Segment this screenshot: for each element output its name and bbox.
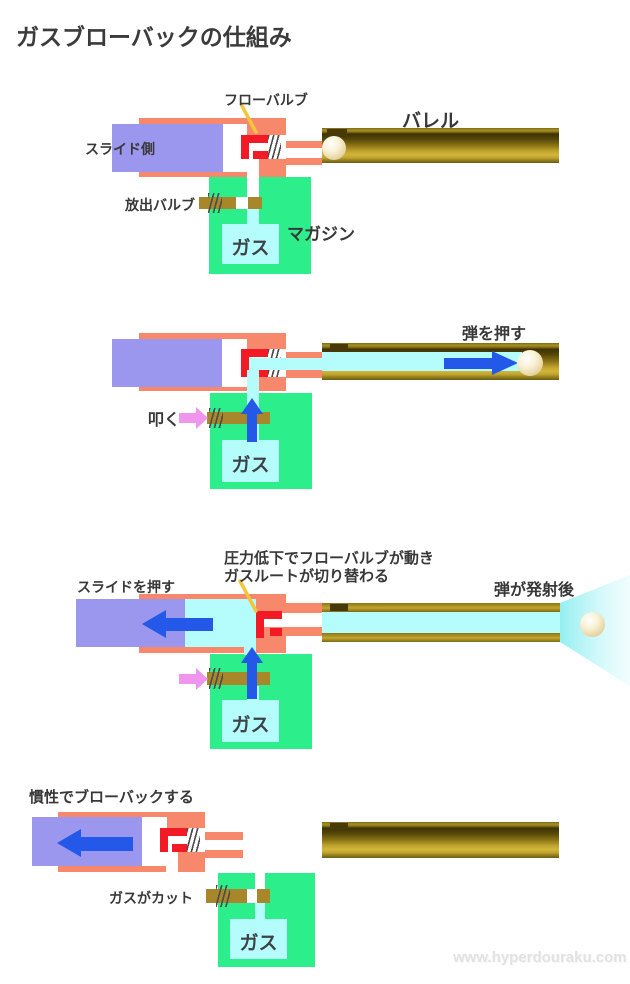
flow-valve <box>160 828 168 852</box>
knock-label: 叩く <box>148 412 181 429</box>
flow-valve <box>241 349 249 377</box>
chamber-mark <box>327 129 347 137</box>
flow-valve <box>160 828 187 836</box>
push-slide-label: スライドを押す <box>77 579 175 595</box>
bb-ball <box>580 612 605 637</box>
bullet-push-arrow-head <box>492 351 518 375</box>
caption-line1: 圧力低下でフローバルブが動き <box>224 550 434 567</box>
gas-stream <box>322 612 560 633</box>
slide-push-arrow <box>166 618 213 631</box>
release-valve-label: 放出バルブ <box>125 197 195 213</box>
bb-ball <box>322 136 346 160</box>
knock-arrow-head <box>196 668 208 690</box>
release-valve-spring <box>209 408 223 428</box>
flow-valve <box>172 844 187 852</box>
release-valve <box>248 197 262 209</box>
barrel-channel <box>286 148 322 158</box>
housing-arm-top <box>286 352 322 360</box>
page-title: ガスブローバックの仕組み <box>16 24 292 50</box>
flow-valve <box>256 611 282 619</box>
release-valve-spring <box>208 193 222 213</box>
slide-push-arrow-head <box>142 610 166 638</box>
flow-valve <box>241 349 268 357</box>
gas-label: ガス <box>231 715 270 736</box>
slide-side-label: スライド側 <box>85 141 155 157</box>
barrel <box>322 822 559 858</box>
housing-arm-bottom <box>286 627 322 636</box>
barrel-label: バレル <box>402 111 460 132</box>
watermark: www.hyperdouraku.com <box>453 949 627 966</box>
flow-valve <box>256 611 264 638</box>
release-valve-spring <box>216 885 230 907</box>
release-valve-port <box>236 197 248 209</box>
slide <box>112 124 223 172</box>
barrel-wall-top <box>322 603 560 612</box>
flow-valve <box>253 369 268 377</box>
housing-arm-top <box>286 603 322 613</box>
gas-route-to-barrel <box>249 358 322 370</box>
gas-flow-arrow <box>247 663 257 699</box>
flow-valve-spring <box>268 135 281 159</box>
gas-reservoir <box>222 440 279 482</box>
chamber-mark <box>330 604 348 611</box>
gas-reservoir <box>222 700 279 742</box>
release-valve-port <box>247 889 257 903</box>
gas-label: ガス <box>231 455 270 476</box>
gas-reservoir <box>222 224 279 264</box>
gas-label: ガス <box>239 933 278 954</box>
inertia-label: 慣性でブローバックする <box>29 789 194 806</box>
gas-route-channel <box>255 873 265 889</box>
housing-arm-top <box>205 832 243 840</box>
release-valve-spring <box>209 668 223 689</box>
slide <box>112 339 222 387</box>
chamber-mark <box>330 344 348 352</box>
knock-arrow-head <box>196 407 208 429</box>
flow-valve <box>270 628 282 636</box>
knock-arrow <box>179 413 196 423</box>
flow-valve-spring <box>268 370 281 377</box>
blowback-arrow <box>81 837 133 851</box>
push-bullet-label: 弾を押す <box>462 326 527 343</box>
barrel-wall-bottom <box>322 633 560 642</box>
caption-line2: ガスルートが切り替わる <box>224 568 390 585</box>
chamber-mark <box>330 823 348 831</box>
flow-valve <box>253 151 268 159</box>
gas-flow-arrow-head <box>241 398 263 414</box>
gas-label: ガス <box>231 238 270 259</box>
flow-valve <box>241 135 268 143</box>
after-fire-label: 弾が発射後 <box>494 582 575 599</box>
gas-reservoir <box>230 919 287 959</box>
flow-valve-spring <box>187 828 200 852</box>
gas-flow-arrow <box>247 414 257 442</box>
bullet-push-arrow <box>444 358 492 369</box>
housing-arm-bottom <box>205 850 243 858</box>
gas-chimney <box>255 903 265 919</box>
gas-flow-arrow-head <box>241 647 263 663</box>
magazine-label: マガジン <box>287 225 355 244</box>
knock-arrow <box>179 674 196 684</box>
bb-ball <box>517 350 543 376</box>
flow-valve <box>241 135 249 159</box>
housing-arm-bottom <box>286 370 322 378</box>
barrel <box>322 128 559 163</box>
flow-valve-label: フローバルブ <box>224 92 308 108</box>
housing-arm-top <box>286 141 322 148</box>
flow-valve-spring <box>268 349 281 358</box>
blowback-arrow-head <box>57 829 81 857</box>
housing-arm-bottom <box>286 158 322 165</box>
gas-chimney <box>247 209 259 224</box>
release-valve <box>257 889 270 903</box>
gas-cut-label: ガスがカット <box>109 890 193 906</box>
